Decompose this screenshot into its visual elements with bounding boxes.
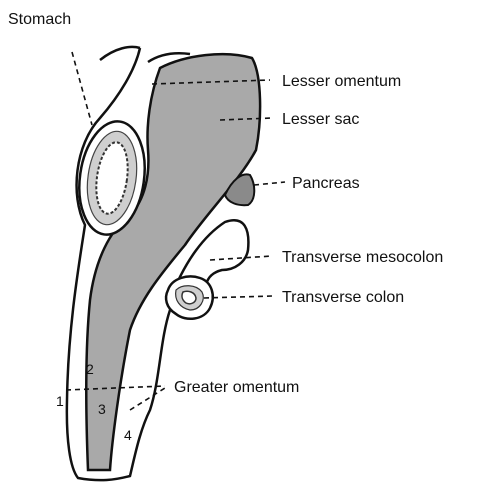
lesser-sac-region [86, 54, 260, 470]
label-pancreas: Pancreas [292, 175, 360, 192]
leader-transverse-colon [204, 296, 272, 298]
label-stomach: Stomach [8, 11, 71, 28]
layer-number-2: 2 [86, 361, 94, 377]
label-lesser-omentum: Lesser omentum [282, 73, 401, 90]
label-transverse-mesocolon: Transverse mesocolon [282, 249, 443, 266]
layer-number-4: 4 [124, 427, 132, 443]
layer-number-3: 3 [98, 401, 106, 417]
leader-pancreas [254, 182, 285, 185]
leader-transverse-mesocolon [210, 256, 272, 260]
label-greater-omentum: Greater omentum [174, 379, 299, 396]
layer-number-1: 1 [56, 393, 64, 409]
upper-fold-line [100, 47, 190, 62]
label-transverse-colon: Transverse colon [282, 289, 404, 306]
leader-stomach [72, 52, 92, 125]
label-lesser-sac: Lesser sac [282, 111, 359, 128]
